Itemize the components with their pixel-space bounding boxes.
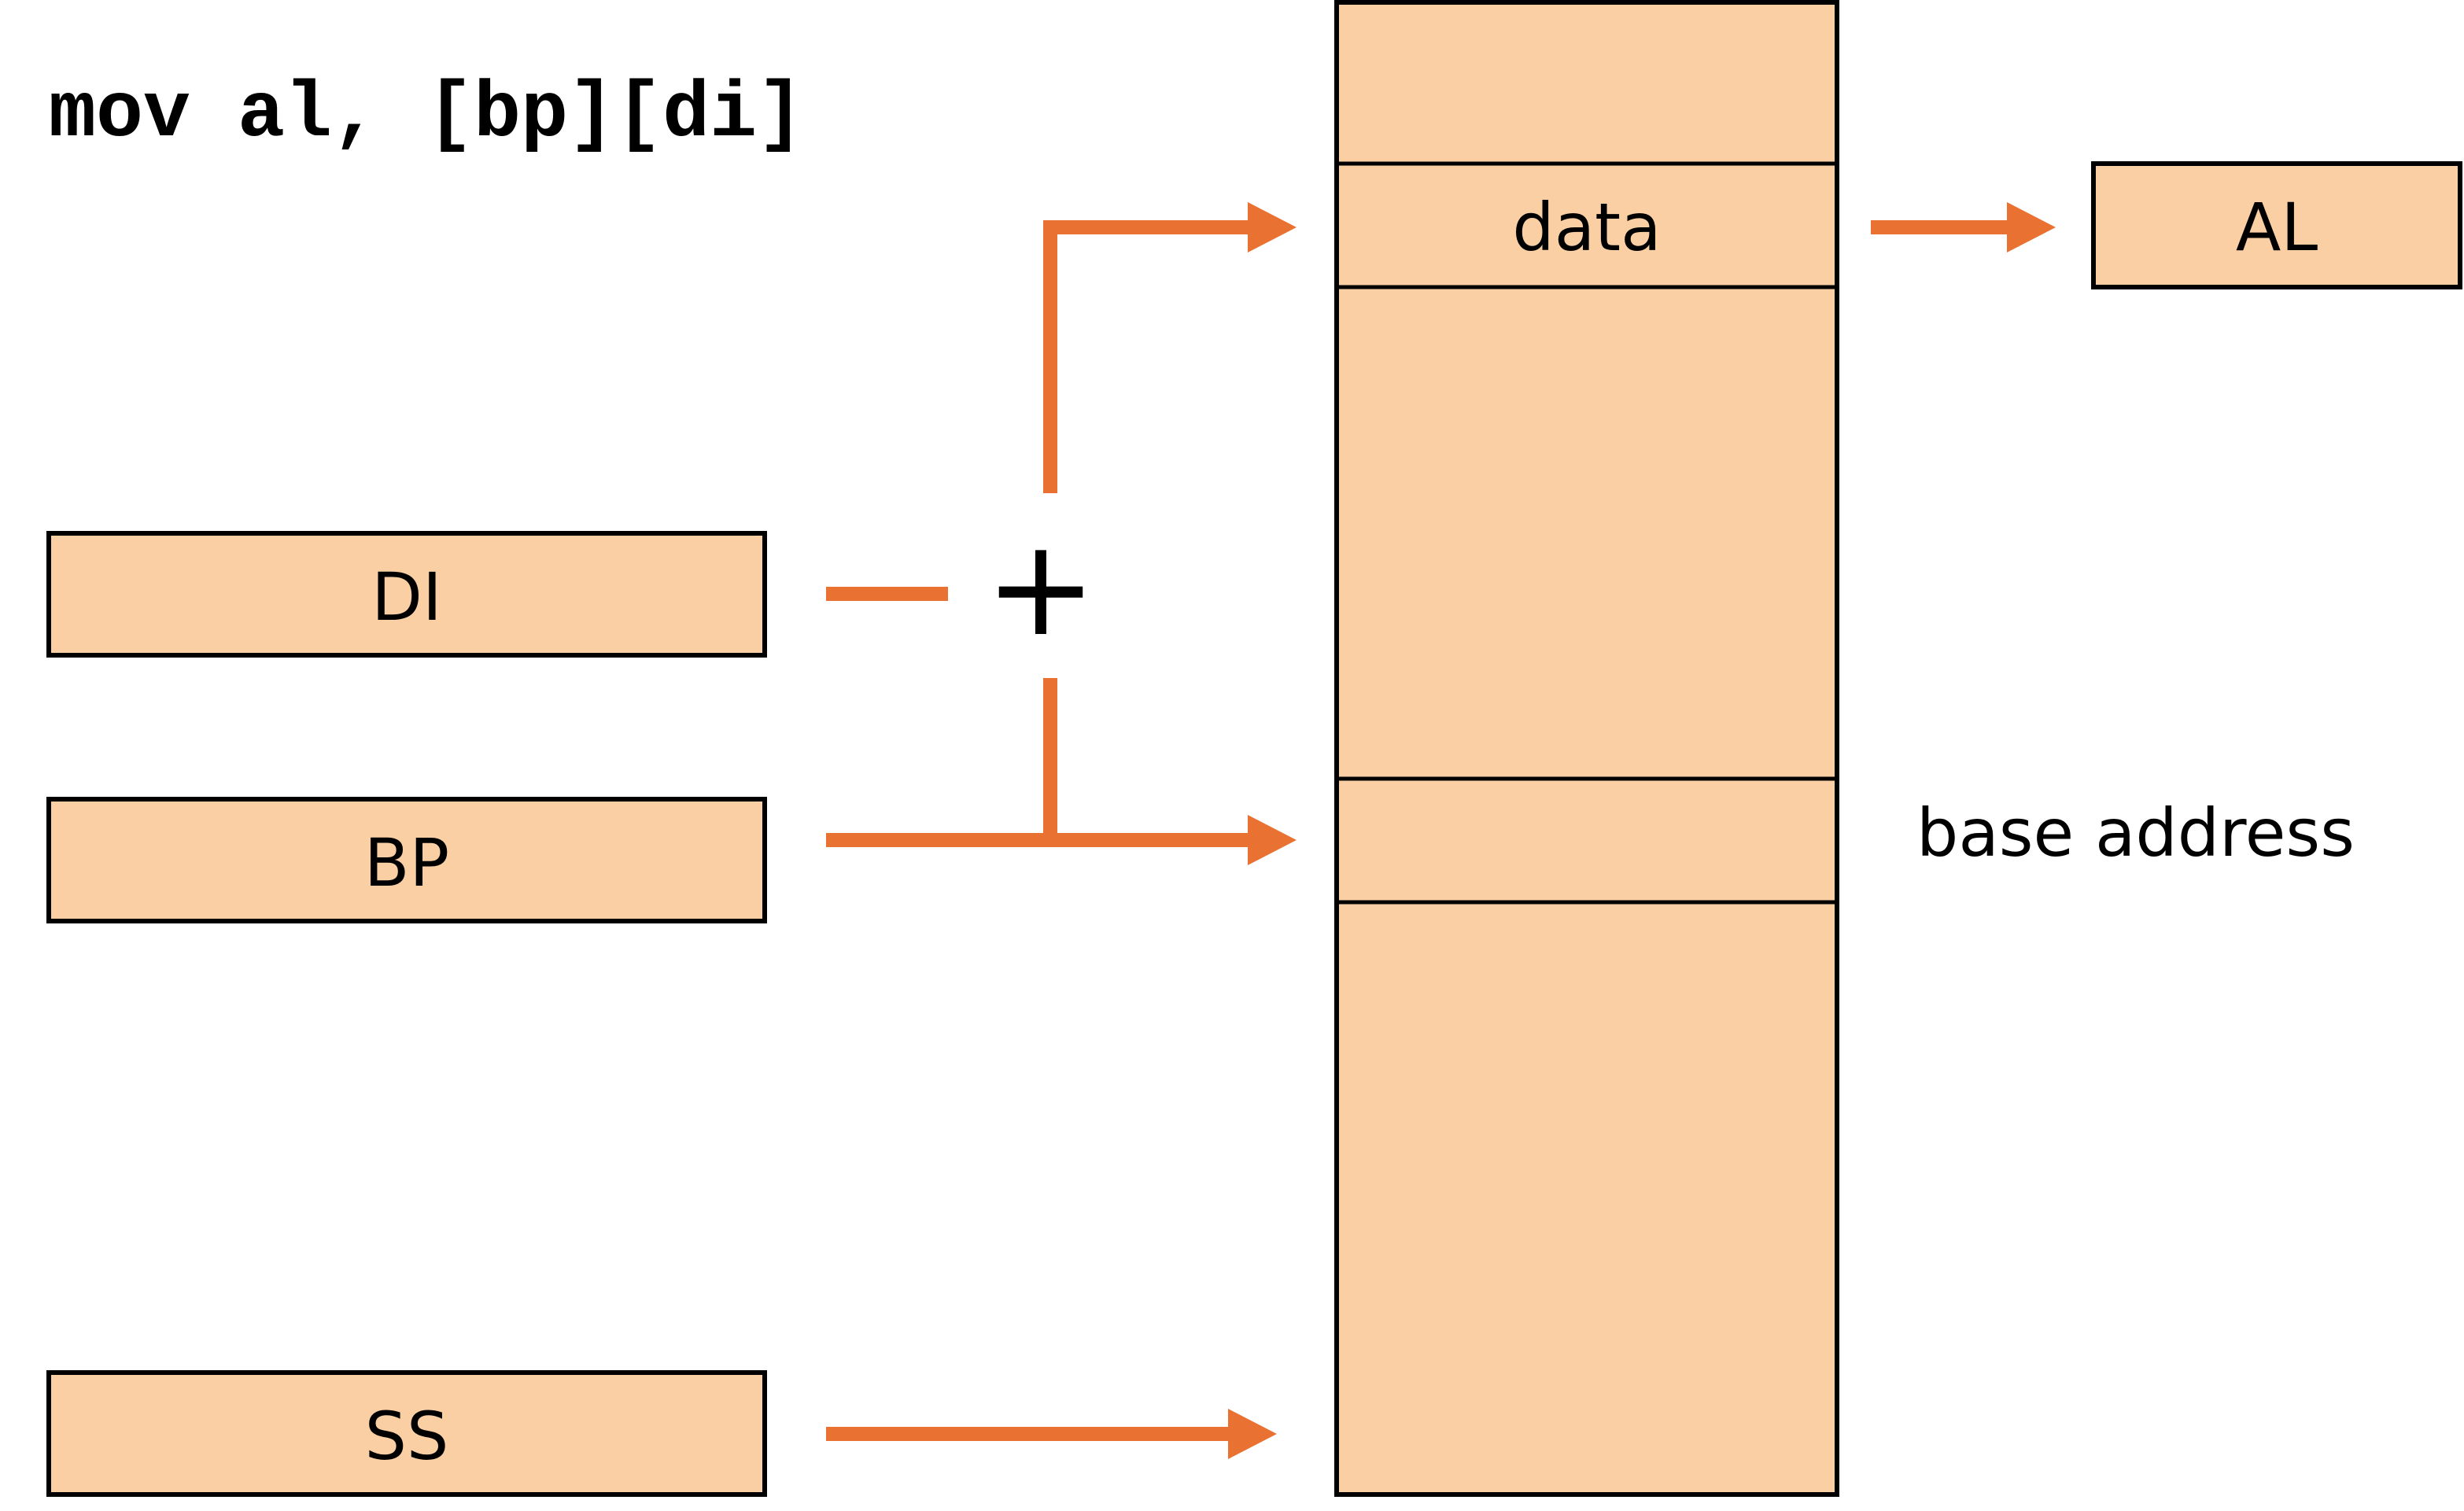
register-bp-box [46, 797, 767, 923]
memory-column-box [1334, 0, 1839, 1497]
memory-column: data [1334, 0, 1839, 1497]
register-al-box [2091, 161, 2462, 289]
sum-to-data-arrowhead [1248, 202, 1297, 252]
ss-to-memory-arrowhead [1228, 1409, 1277, 1459]
bp-to-base-arrowhead [1248, 815, 1297, 865]
register-ss-box [46, 1370, 767, 1497]
register-di: DI [46, 531, 767, 658]
register-bp-label: BP [364, 824, 449, 901]
sum-to-data-line [1043, 220, 1251, 493]
register-ss: SS [46, 1370, 767, 1497]
instruction-text: mov al, [bp][di] [49, 71, 804, 160]
register-bp: BP [46, 797, 767, 923]
memory-data-label: data [1512, 189, 1661, 266]
flow-arrows [826, 202, 2056, 1459]
register-di-label: DI [371, 558, 441, 636]
base-address-label: base address [1916, 794, 2355, 872]
register-al-label: AL [2236, 189, 2318, 266]
register-ss-label: SS [365, 1398, 449, 1475]
plus-operator: + [985, 510, 1097, 666]
register-di-box [46, 531, 767, 658]
data-to-al-arrowhead [2007, 202, 2056, 252]
register-al: AL [2091, 161, 2462, 289]
